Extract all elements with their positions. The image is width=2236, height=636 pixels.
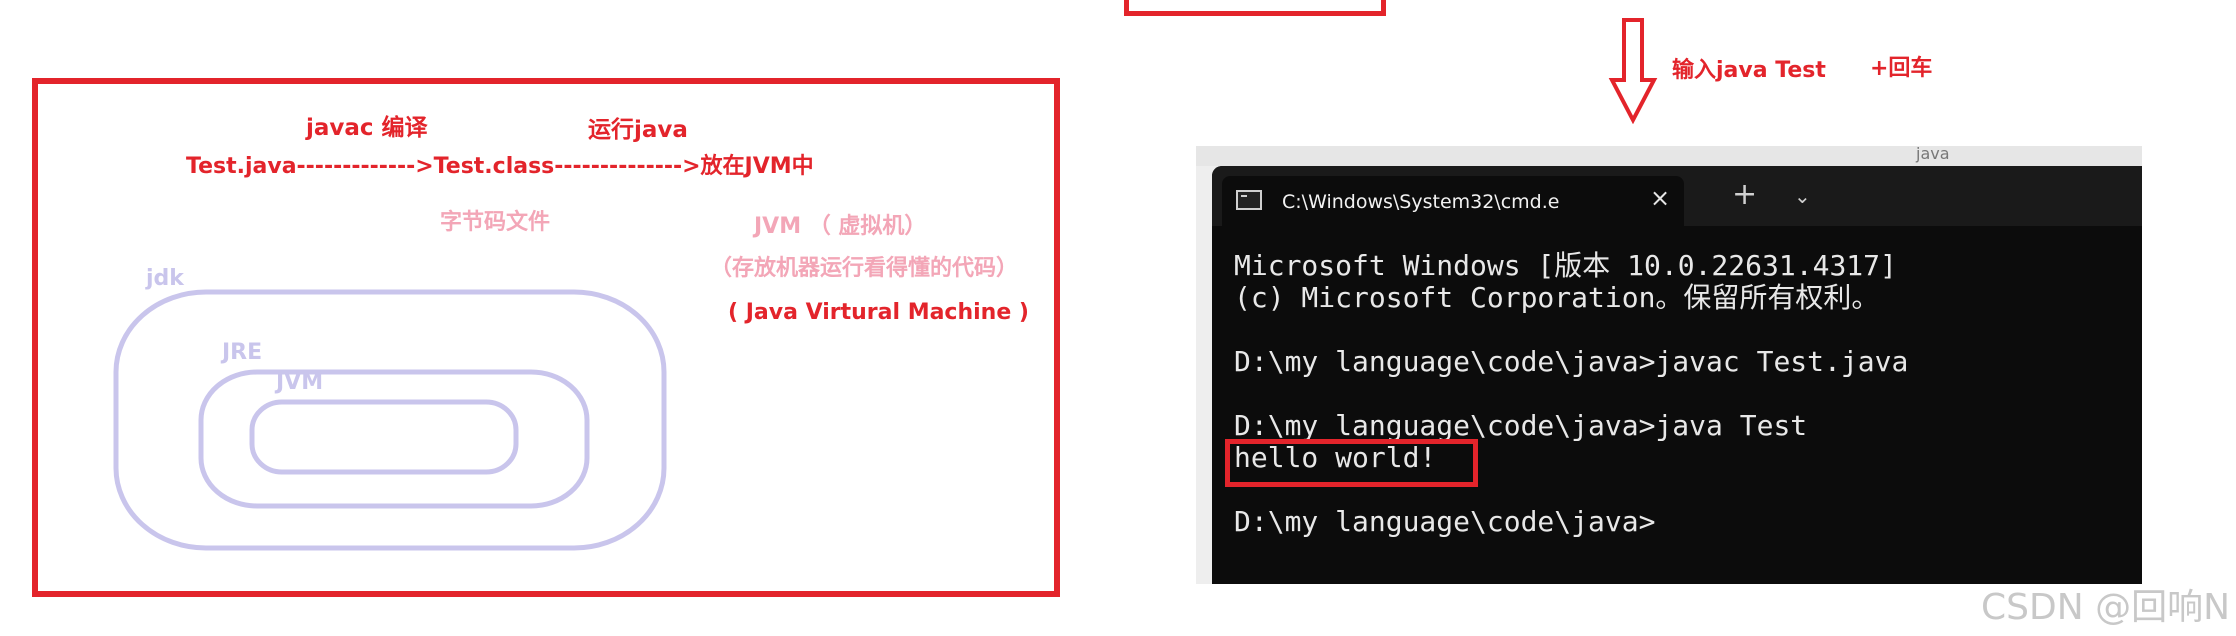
jvm-full-name: ( Java Virtural Machine ) [728, 300, 1029, 325]
jvm-oval [249, 399, 519, 475]
watermark: CSDN @回响N [1980, 587, 2230, 628]
output-highlight-box [1225, 439, 1478, 487]
terminal-window: C:\Windows\System32\cmd.e × + ⌄ Microsof… [1212, 166, 2142, 584]
explorer-folder-label: java [1916, 146, 1950, 163]
compile-label: javac 编译 [306, 115, 428, 141]
down-arrow-icon [1608, 16, 1658, 128]
close-icon[interactable]: × [1650, 184, 1671, 212]
terminal-output[interactable]: Microsoft Windows [版本 10.0.22631.4317] (… [1234, 250, 2142, 538]
terminal-screenshot: java C:\Windows\System32\cmd.e × + ⌄ Mic… [1196, 146, 2142, 584]
jre-label: JRE [222, 340, 263, 365]
terminal-line: (c) Microsoft Corporation。保留所有权利。 [1234, 281, 1880, 314]
jre-oval [198, 369, 590, 509]
terminal-line: D:\my language\code\java>javac Test.java [1234, 345, 1909, 378]
diagram-frame [32, 78, 1060, 597]
bytecode-label: 字节码文件 [440, 210, 551, 235]
jdk-oval [113, 289, 667, 551]
run-label: 运行java [588, 117, 688, 143]
new-tab-button[interactable]: + [1732, 177, 1758, 212]
terminal-line [1234, 314, 2142, 346]
terminal-line [1234, 378, 2142, 410]
jdk-label: jdk [146, 266, 184, 291]
tab-title: C:\Windows\System32\cmd.e [1282, 191, 1560, 213]
cropped-highlight-box [1124, 0, 1386, 16]
compile-flow: Test.java------------->Test.class-------… [186, 154, 814, 179]
input-instruction: 输入java Test [1672, 58, 1826, 83]
cmd-icon [1236, 190, 1262, 210]
jvm-description: （存放机器运行看得懂的代码） [710, 256, 1019, 281]
terminal-line: Microsoft Windows [版本 10.0.22631.4317] [1234, 249, 1897, 282]
tab-bar: C:\Windows\System32\cmd.e × + ⌄ [1212, 166, 2142, 226]
terminal-line: D:\my language\code\java>java Test [1234, 409, 1808, 442]
terminal-line-output: hello world! [1234, 441, 1437, 474]
terminal-prompt: D:\my language\code\java> [1234, 505, 1656, 538]
jvm-title: JVM （ 虚拟机） [754, 214, 927, 239]
chevron-down-icon[interactable]: ⌄ [1794, 184, 1811, 208]
tab-cmd[interactable]: C:\Windows\System32\cmd.e × [1222, 176, 1684, 226]
explorer-strip: java [1196, 146, 2142, 166]
enter-instruction: +回车 [1870, 56, 1933, 81]
jvm-label: JVM [276, 370, 324, 395]
